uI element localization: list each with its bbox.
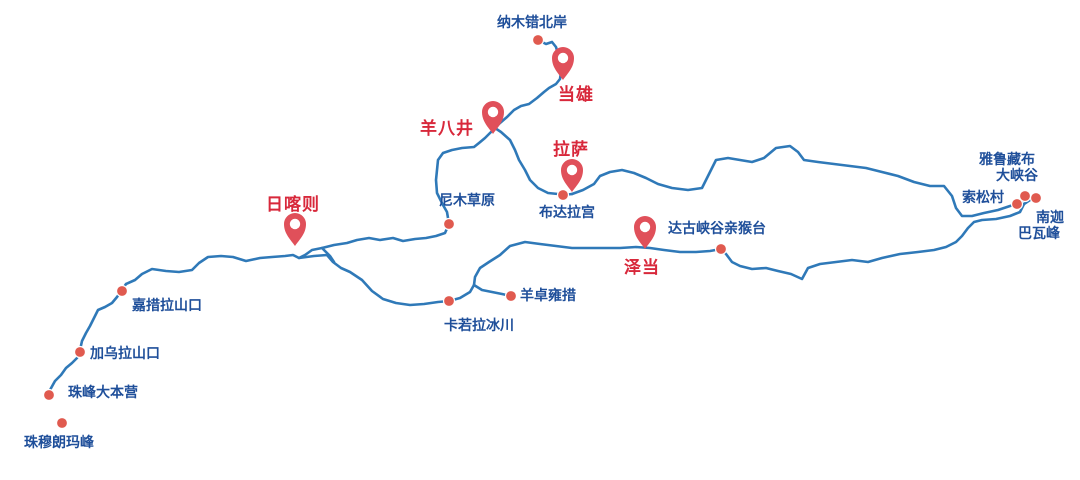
dot-yarlung[interactable] xyxy=(1018,189,1032,203)
pin-yangbajing-icon[interactable] xyxy=(482,101,504,134)
poi-label-yarlung-line1: 雅鲁藏布 xyxy=(979,152,1035,168)
route-lhasa-nyingchi-north xyxy=(570,144,1026,218)
poi-label-yarlung-line2: 大峡谷 xyxy=(996,168,1038,185)
dot-jiawu[interactable] xyxy=(73,345,87,359)
poi-label-nanjiabawa-line1: 南迦 xyxy=(1036,210,1064,226)
poi-label-jiacuo: 嘉措拉山口 xyxy=(132,298,202,314)
dot-jiacuo[interactable] xyxy=(115,284,129,298)
pin-rikaze-icon[interactable] xyxy=(284,213,306,246)
poi-label-budala: 布达拉宫 xyxy=(539,205,595,221)
poi-label-namucuo: 纳木错北岸 xyxy=(497,15,567,31)
pin-lhasa-icon[interactable] xyxy=(561,159,583,192)
pin-zedang-icon[interactable] xyxy=(634,216,656,249)
route-rikaze-nimu-link xyxy=(320,246,336,264)
dot-basecamp[interactable] xyxy=(42,388,56,402)
poi-label-nimu: 尼木草原 xyxy=(439,193,495,209)
city-label-dangxiong: 当雄 xyxy=(558,85,594,105)
poi-label-jiawu: 加乌拉山口 xyxy=(90,346,160,362)
city-label-zedang: 泽当 xyxy=(624,258,660,278)
poi-label-dagu: 达古峡谷亲猴台 xyxy=(668,221,766,237)
city-label-rikaze: 日喀则 xyxy=(266,195,320,215)
dot-qomolangma[interactable] xyxy=(55,416,69,430)
dot-suosong[interactable] xyxy=(1010,197,1024,211)
dot-namucuo[interactable] xyxy=(531,33,545,47)
poi-label-nanjiabawa-line2: 巴瓦峰 xyxy=(1018,226,1060,243)
dot-nimu[interactable] xyxy=(442,217,456,231)
dot-yamdrok[interactable] xyxy=(504,289,518,303)
city-label-lhasa: 拉萨 xyxy=(553,140,589,160)
dot-dagu[interactable] xyxy=(714,242,728,256)
dot-nanjiabawa[interactable] xyxy=(1029,191,1043,205)
route-namucuo-dangxiong xyxy=(493,38,565,130)
poi-label-yarlung: 雅鲁藏布 大峡谷 xyxy=(976,152,1038,184)
poi-label-basecamp: 珠峰大本营 xyxy=(68,385,138,401)
poi-label-nanjiabawa: 南迦 巴瓦峰 xyxy=(1014,210,1064,242)
route-yamdrok-spur xyxy=(472,283,513,298)
dot-karola[interactable] xyxy=(442,294,456,308)
route-rikaze-zedang-nyingchi xyxy=(297,202,1026,307)
poi-label-suosong: 索松村 xyxy=(962,190,1004,206)
route-yangbajing-rikaze-everest xyxy=(47,126,497,397)
pin-dangxiong-icon[interactable] xyxy=(552,47,574,80)
poi-label-karola: 卡若拉冰川 xyxy=(444,318,514,334)
route-yangbajing-lhasa xyxy=(493,126,574,197)
dot-budala[interactable] xyxy=(556,188,570,202)
poi-label-qomolangma: 珠穆朗玛峰 xyxy=(24,435,94,451)
city-label-yangbajing: 羊八井 xyxy=(420,119,474,139)
poi-label-yamdrok: 羊卓雍措 xyxy=(520,288,576,304)
